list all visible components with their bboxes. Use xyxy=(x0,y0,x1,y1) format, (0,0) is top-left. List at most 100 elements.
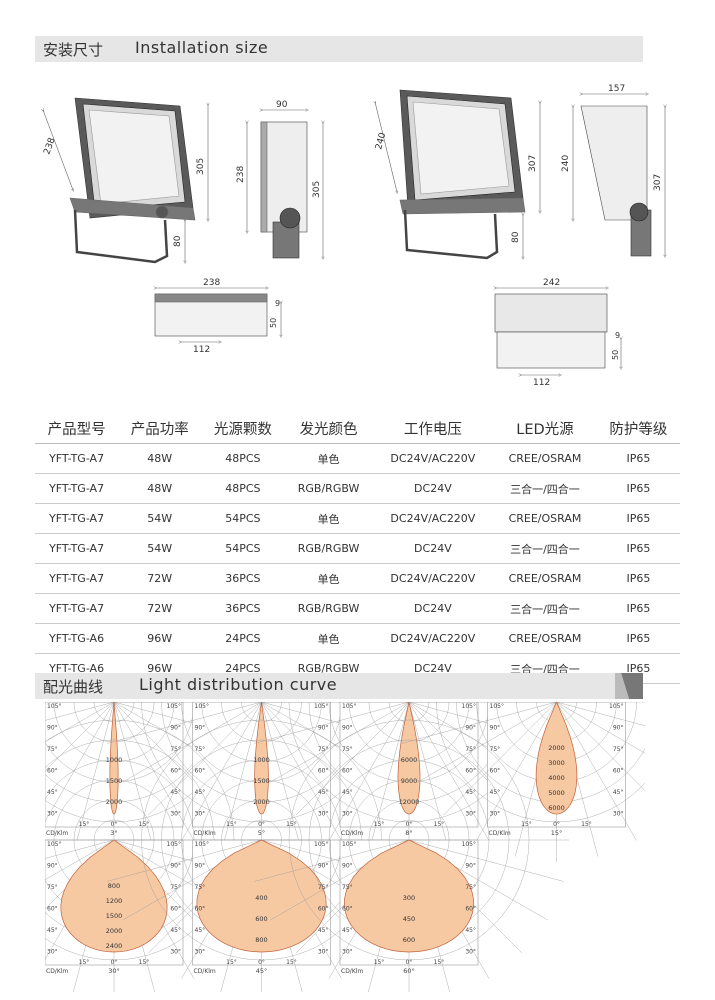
table-cell: 96W xyxy=(118,623,202,654)
angle-label-left: 105° xyxy=(490,703,504,710)
angle-label-left: 90° xyxy=(490,725,501,732)
angle-label-left: 45° xyxy=(47,789,58,796)
angle-label-left: 30° xyxy=(342,949,353,956)
table-cell: 54PCS xyxy=(201,533,285,564)
table-cell: IP65 xyxy=(596,443,680,474)
ring-value-label: 2000 xyxy=(106,927,123,935)
angle-label-right: 60° xyxy=(170,906,181,913)
angle-label-right: 30° xyxy=(613,811,624,818)
table-cell: DC24V/AC220V xyxy=(372,623,494,654)
angle-label-right: 105° xyxy=(167,703,181,710)
dim-left-bracket: 80 xyxy=(173,235,183,247)
left-bottom-view xyxy=(155,288,281,342)
dim-right-side-total: 307 xyxy=(653,174,663,191)
polar-chart: 105°90°75°60°45°30°105°90°75°60°45°30°15… xyxy=(45,702,274,862)
angle-label-right: 90° xyxy=(170,863,181,870)
angle-label-left: 45° xyxy=(195,789,206,796)
table-cell: 72W xyxy=(118,593,202,624)
angle-label-left: 75° xyxy=(195,884,206,891)
angle-label-right: 75° xyxy=(170,884,181,891)
ring-value-label: 2400 xyxy=(106,942,123,950)
polar-chart: 105°90°75°60°45°30°105°90°75°60°45°30°15… xyxy=(45,719,274,992)
bottom-tick-label: 0° xyxy=(406,821,413,828)
ring-value-label: 9000 xyxy=(401,777,418,785)
angle-label-right: 45° xyxy=(613,789,624,796)
table-header-row: 产品型号 产品功率 光源颗数 发光颜色 工作电压 LED光源 防护等级 xyxy=(35,413,680,444)
dim-right-bottom-w: 242 xyxy=(543,278,560,288)
table-header: 光源颗数 xyxy=(201,413,285,444)
table-cell: 单色 xyxy=(284,443,373,474)
spec-table: 产品型号 产品功率 光源颗数 发光颜色 工作电压 LED光源 防护等级 YFT-… xyxy=(35,413,680,684)
angle-label-right: 75° xyxy=(465,746,476,753)
dim-left-front-h: 305 xyxy=(196,158,206,175)
polar-chart: 105°90°75°60°45°30°105°90°75°60°45°30°15… xyxy=(396,702,645,862)
bottom-tick-label: 15° xyxy=(581,821,592,828)
bottom-tick-label: 0° xyxy=(111,821,118,828)
polar-spoke xyxy=(295,702,410,816)
polar-spoke xyxy=(443,702,557,816)
dim-right-bracket: 80 xyxy=(511,231,521,243)
ring-value-label: 2000 xyxy=(106,798,123,806)
angle-label-right: 45° xyxy=(318,927,329,934)
angle-label-right: 90° xyxy=(613,725,624,732)
bottom-tick-label: 15° xyxy=(286,821,297,828)
angle-label-left: 75° xyxy=(490,746,501,753)
polar-spoke xyxy=(556,702,645,726)
polar-spoke xyxy=(45,839,115,859)
dim-right-bottom-d: 50 xyxy=(611,350,620,360)
dim-left-side-total: 305 xyxy=(312,181,322,198)
angle-label-left: 60° xyxy=(47,906,58,913)
bottom-tick-label: 15° xyxy=(139,821,150,828)
angle-label-left: 60° xyxy=(342,906,353,913)
bottom-tick-label: 15° xyxy=(374,959,385,966)
beam-shape xyxy=(397,702,421,815)
polar-spoke xyxy=(106,839,262,882)
polar-spoke xyxy=(261,702,304,857)
ring-value-label: 4000 xyxy=(548,774,565,782)
polar-spoke xyxy=(417,702,557,783)
light-distribution-curves: 105° 90° 75° 60° 45° 30° 105° 90° 75° 60° 45° 30° 15… xyxy=(45,702,645,992)
table-cell: YFT-TG-A7 xyxy=(35,593,119,624)
section-header-installation: 安装尺寸 Installation size xyxy=(35,36,643,62)
angle-label-left: 30° xyxy=(47,949,58,956)
angle-label-left: 60° xyxy=(47,768,58,775)
polar-spoke xyxy=(45,702,115,721)
dim-left-side-h: 238 xyxy=(236,166,246,183)
ring-value-label: 1200 xyxy=(106,897,123,905)
angle-label-right: 45° xyxy=(170,789,181,796)
angle-label-left: 105° xyxy=(47,703,61,710)
polar-spoke xyxy=(401,702,557,744)
polar-chart: 105°90°75°60°45°30°105°90°75°60°45°30°15… xyxy=(101,702,422,862)
angle-label-right: 60° xyxy=(170,768,181,775)
ring-value-label: 2000 xyxy=(253,798,270,806)
table-cell: YFT-TG-A6 xyxy=(35,623,119,654)
unit-label: CD/Klm xyxy=(46,830,68,837)
table-cell: DC24V xyxy=(372,533,494,564)
polar-spoke xyxy=(261,702,342,841)
angle-label-left: 30° xyxy=(342,811,353,818)
angle-label-right: 30° xyxy=(170,949,181,956)
unit-label: CD/Klm xyxy=(194,968,216,975)
left-side-view xyxy=(247,110,323,258)
angle-label-left: 60° xyxy=(342,768,353,775)
table-header: LED光源 xyxy=(493,413,597,444)
angle-label-left: 45° xyxy=(490,789,501,796)
bottom-tick-label: 0° xyxy=(111,959,118,966)
table-cell: 单色 xyxy=(284,623,373,654)
table-cell: 54W xyxy=(118,503,202,534)
angle-label-right: 45° xyxy=(170,927,181,934)
beam-shape xyxy=(535,702,578,815)
angle-label-right: 30° xyxy=(465,811,476,818)
dim-right-front-h: 307 xyxy=(528,155,538,172)
table-cell: 36PCS xyxy=(201,563,285,594)
beam-shape xyxy=(254,702,269,815)
table-header: 产品型号 xyxy=(35,413,119,444)
table-cell: 48PCS xyxy=(201,443,285,474)
angle-label-right: 105° xyxy=(314,841,328,848)
angle-label-left: 90° xyxy=(342,725,353,732)
angle-label-right: 75° xyxy=(318,746,329,753)
table-cell: 三合一/四合一 xyxy=(493,533,597,564)
angle-label-left: 75° xyxy=(342,884,353,891)
table-cell: YFT-TG-A7 xyxy=(35,563,119,594)
